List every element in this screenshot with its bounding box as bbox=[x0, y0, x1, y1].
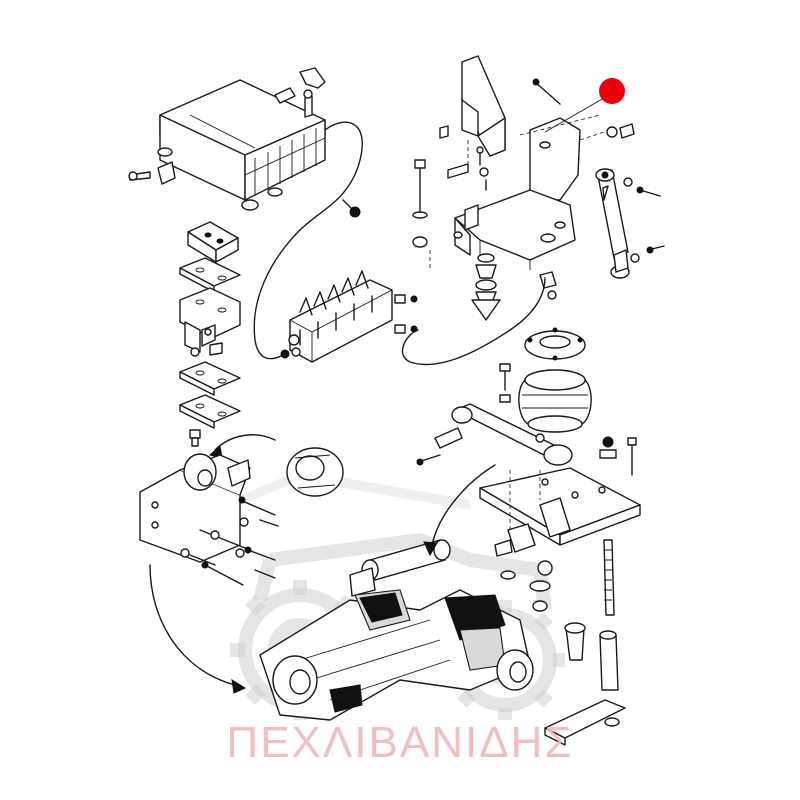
air-spring-top-plate bbox=[524, 327, 586, 361]
cone-rubber-mount bbox=[471, 253, 501, 321]
shock-absorber bbox=[595, 168, 630, 279]
main-mount-bracket bbox=[453, 114, 611, 270]
spacer-tube bbox=[599, 630, 619, 691]
mount-bracket-left bbox=[179, 287, 241, 357]
control-box bbox=[157, 79, 326, 211]
bottom-link-bar bbox=[544, 699, 626, 746]
long-threaded-rod bbox=[603, 539, 615, 616]
air-spring-bellows bbox=[518, 369, 592, 433]
base-plate bbox=[479, 467, 641, 553]
valve-fittings bbox=[394, 294, 418, 334]
plate-1 bbox=[179, 257, 241, 293]
bushing-sleeve bbox=[564, 622, 586, 661]
steering-ram bbox=[349, 539, 451, 597]
control-box-bracket bbox=[128, 161, 176, 185]
callout-leader bbox=[544, 97, 605, 133]
small-bolts-center bbox=[499, 363, 511, 403]
pivot-bracket bbox=[139, 453, 251, 563]
gusset-plate bbox=[461, 55, 506, 170]
bracket-bolts bbox=[412, 125, 489, 270]
rubber-bushing bbox=[286, 447, 344, 497]
solenoid-valve-block bbox=[288, 270, 393, 363]
arrow-track-rod bbox=[423, 464, 496, 557]
track-rod bbox=[416, 403, 573, 466]
control-box-cable bbox=[253, 121, 363, 360]
shock-mount-hardware bbox=[606, 123, 665, 263]
arrow-to-axle bbox=[149, 564, 247, 694]
rubber-pad-top bbox=[187, 221, 239, 263]
long-bolt-top bbox=[532, 78, 561, 105]
front-axle-housing bbox=[259, 589, 534, 721]
top-mount-clip bbox=[274, 67, 326, 118]
plate-2 bbox=[179, 361, 241, 396]
stud-hardware bbox=[494, 436, 637, 612]
plate-3 bbox=[179, 394, 241, 429]
hydraulic-hose bbox=[401, 271, 557, 366]
small-bolt-left bbox=[189, 429, 201, 447]
callout-marker bbox=[599, 78, 625, 104]
bracket-bolt-set bbox=[180, 496, 279, 586]
